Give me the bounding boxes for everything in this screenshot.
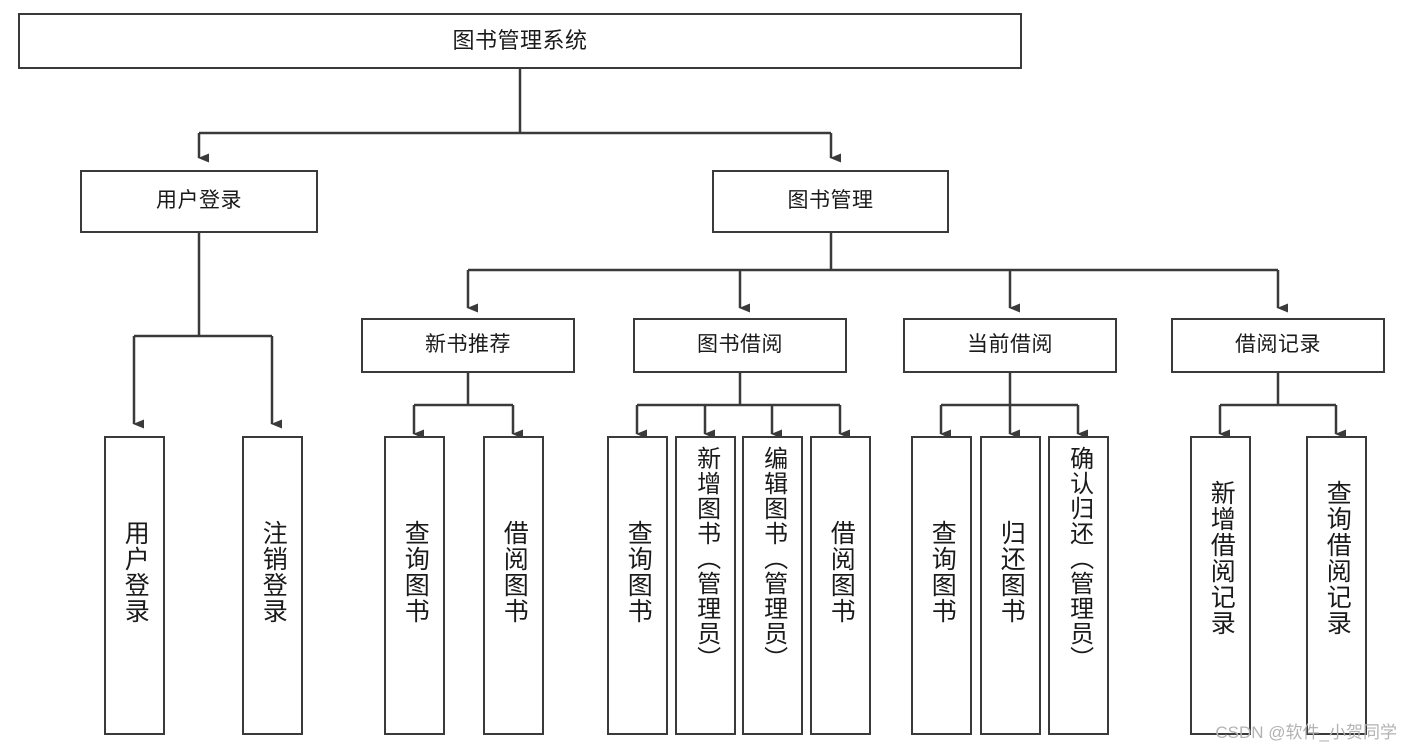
node-new-book-recommend[interactable]: 新书推荐 [361,318,575,373]
leaf-query-book-recommend[interactable]: 查询图书 [384,436,445,735]
node-label: 借阅图书 [500,520,529,624]
node-label: 用户登录 [156,189,242,213]
leaf-edit-book-admin[interactable]: 编辑图书（管理员） [742,436,803,735]
leaf-add-borrow-record[interactable]: 新增借阅记录 [1190,436,1251,735]
node-label: 用户登录 [121,520,150,624]
leaf-query-book-current[interactable]: 查询图书 [911,436,972,735]
node-borrow-record[interactable]: 借阅记录 [1171,318,1385,373]
node-label: 图书借阅 [697,333,783,357]
node-label: 查询借阅记录 [1323,480,1352,636]
node-label: 查询图书 [928,520,957,624]
leaf-borrow-book-recommend[interactable]: 借阅图书 [483,436,544,735]
node-label: 注销登录 [259,520,288,624]
node-book-borrow[interactable]: 图书借阅 [633,318,847,373]
node-root-book-management-system[interactable]: 图书管理系统 [18,13,1022,69]
node-current-borrow[interactable]: 当前借阅 [903,318,1117,373]
leaf-query-book-borrow[interactable]: 查询图书 [607,436,668,735]
node-label: 借阅记录 [1235,333,1321,357]
leaf-logout-login[interactable]: 注销登录 [242,436,303,735]
node-label: 图书管理系统 [452,28,588,54]
watermark-text: CSDN @软件_小贺同学 [1215,723,1397,742]
node-label: 归还图书 [997,520,1026,624]
node-label: 编辑图书（管理员） [759,446,787,671]
leaf-borrow-book-borrow[interactable]: 借阅图书 [810,436,871,735]
leaf-query-borrow-record[interactable]: 查询借阅记录 [1306,436,1367,735]
node-label: 新增图书（管理员） [692,446,720,671]
node-label: 借阅图书 [827,520,856,624]
leaf-confirm-return-admin[interactable]: 确认归还（管理员） [1048,436,1109,735]
node-label: 查询图书 [624,520,653,624]
node-book-management[interactable]: 图书管理 [712,170,949,233]
node-user-login[interactable]: 用户登录 [80,170,318,233]
leaf-add-book-admin[interactable]: 新增图书（管理员） [675,436,736,735]
leaf-return-book[interactable]: 归还图书 [980,436,1041,735]
node-label: 图书管理 [787,189,874,213]
node-label: 查询图书 [401,520,430,624]
leaf-user-login[interactable]: 用户登录 [104,436,165,735]
node-label: 新增借阅记录 [1207,480,1236,636]
node-label: 新书推荐 [425,333,511,357]
node-label: 当前借阅 [967,333,1053,357]
node-label: 确认归还（管理员） [1065,446,1093,671]
